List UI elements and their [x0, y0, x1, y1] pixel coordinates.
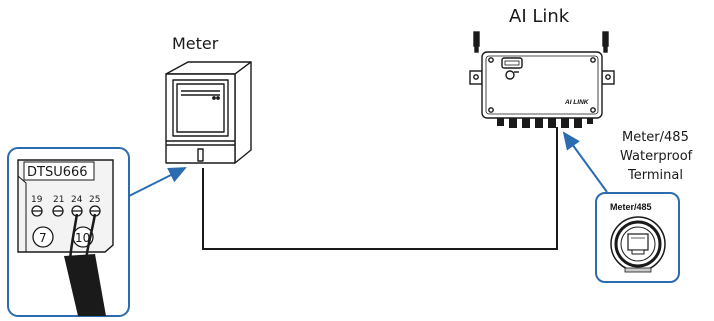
- terminal-number-21: 21: [53, 195, 64, 205]
- cable-jacket: [64, 254, 106, 316]
- terminal-caption-line3: Terminal: [627, 168, 683, 183]
- ai-link-label: AI Link: [509, 6, 570, 27]
- terminal-number-19: 19: [31, 195, 43, 205]
- terminal-number-25: 25: [89, 195, 100, 205]
- antenna-icon: [473, 31, 609, 53]
- dtsu-model-label: DTSU666: [27, 165, 88, 180]
- callout-arrow-ai-link: [562, 131, 608, 193]
- meter485-port-label: Meter/485: [610, 202, 652, 212]
- communication-cable: [202, 127, 558, 250]
- callout-arrow-meter: [128, 167, 187, 197]
- big-terminal-10: 10: [75, 231, 90, 245]
- screw-terminal-icon: [31, 205, 101, 217]
- terminal-caption-line1: Meter/485: [622, 130, 689, 145]
- meter-label: Meter: [172, 34, 219, 53]
- terminal-number-24: 24: [71, 195, 83, 205]
- ai-link-device-icon: [469, 31, 615, 128]
- meter485-callout: Meter/485: [595, 192, 680, 283]
- meter-icon: [165, 61, 252, 164]
- dtsu-callout: DTSU666 19 21 24 25 7 10: [7, 147, 130, 317]
- big-terminal-7: 7: [39, 231, 47, 245]
- rj45-port-icon: [610, 216, 666, 273]
- terminal-caption-line2: Waterproof: [620, 149, 693, 164]
- ai-link-brand-text: AI LINK: [564, 99, 590, 106]
